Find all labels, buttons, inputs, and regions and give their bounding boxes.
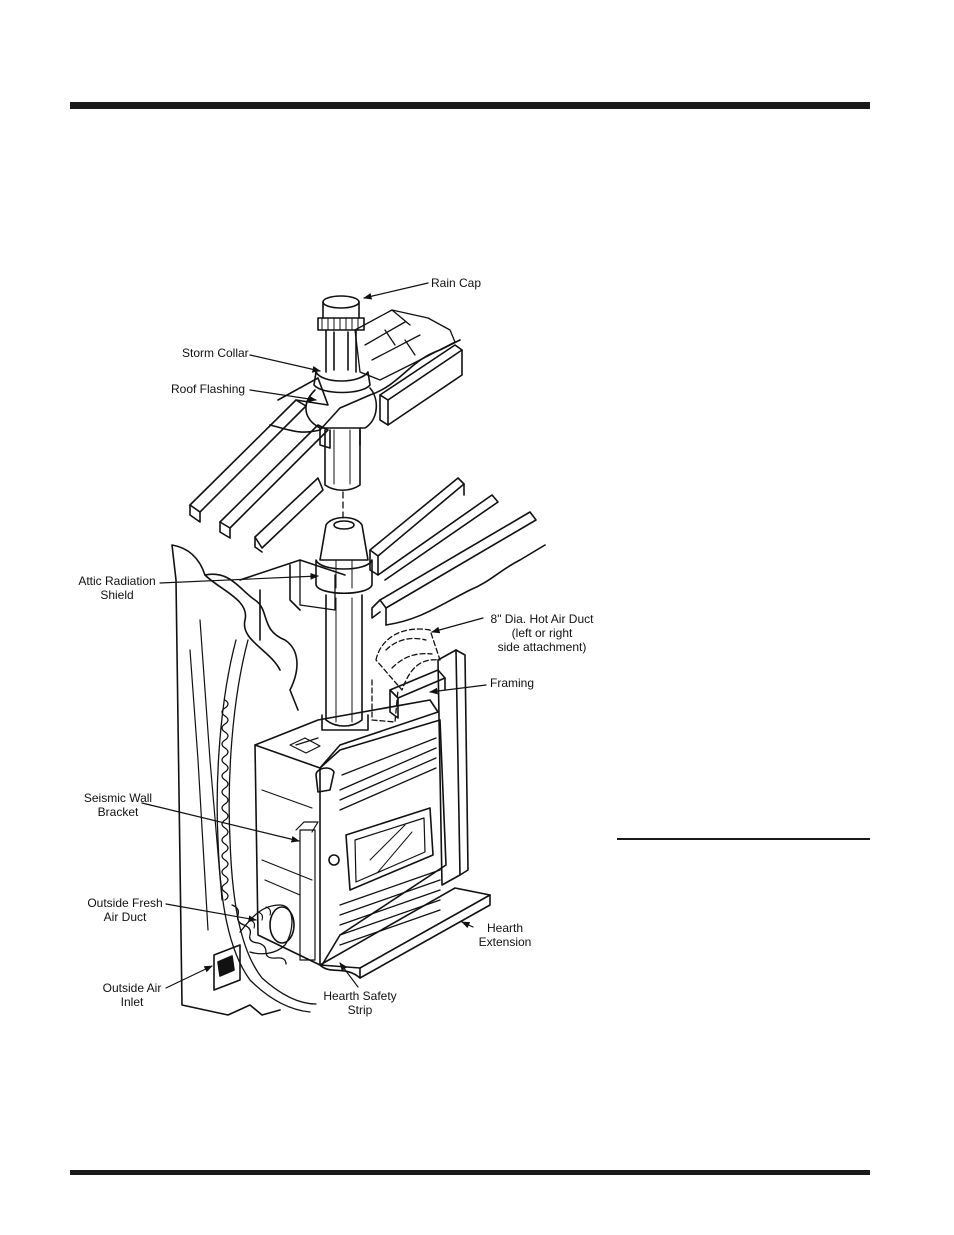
hot-air-duct [371, 628, 441, 723]
side-rule [617, 838, 870, 840]
header-rule [70, 102, 870, 109]
label-storm-collar: Storm Collar [182, 346, 249, 360]
chimney-pipe-upper [305, 295, 378, 492]
label-framing: Framing [490, 676, 535, 690]
roof-shingles [354, 309, 456, 381]
wall-panel [171, 544, 299, 1016]
label-rain-cap: Rain Cap [431, 276, 482, 290]
footer-rule [70, 1170, 870, 1175]
fresh-air-duct [213, 904, 295, 991]
attic-joists [239, 477, 546, 641]
label-roof-flashing: Roof Flashing [171, 382, 246, 396]
attic-shield-pipe [315, 516, 373, 731]
framing [389, 649, 469, 886]
flex-duct-wall [216, 639, 317, 1013]
callout-arrows [141, 282, 487, 989]
fireplace-unit [254, 699, 447, 966]
roof-rafters [189, 339, 463, 553]
